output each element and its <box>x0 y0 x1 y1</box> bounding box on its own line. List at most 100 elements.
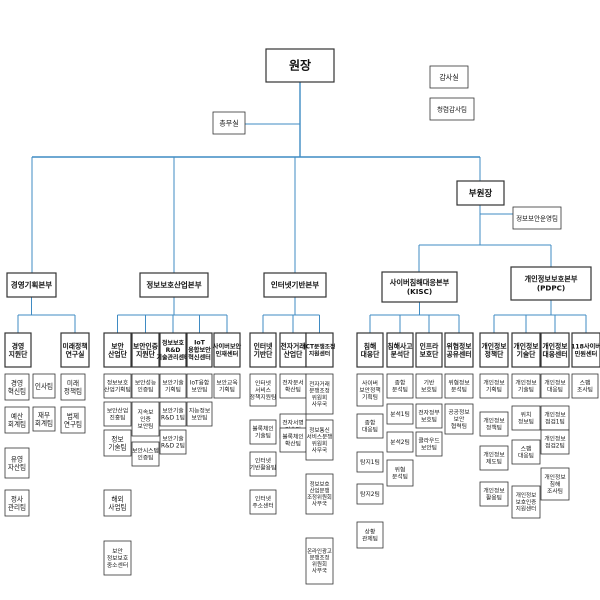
org-unit-label: 분석팀 <box>392 473 408 481</box>
org-unit-label: 탐지2팀 <box>360 490 380 498</box>
org-unit-label: 서비스 <box>255 386 272 394</box>
org-unit-d1-a2: 인사팀 <box>32 373 56 399</box>
org-unit-label: 정보보호 <box>107 380 129 387</box>
org-unit-label: 확산팀 <box>285 386 301 394</box>
org-unit-box <box>510 266 592 301</box>
org-unit-label: 개인정보 <box>483 379 505 387</box>
org-unit-label: 정보팀 <box>518 418 534 426</box>
org-unit-label: 보안교육 <box>216 380 238 387</box>
org-unit-label: 침해 <box>364 341 377 350</box>
org-unit-label: 미래 <box>67 378 79 387</box>
org-unit-label: R&D 2팀 <box>161 442 185 450</box>
org-unit-label: 미래정책 <box>62 341 87 350</box>
org-unit-label: 산업단 <box>284 349 304 358</box>
org-unit-label: 분석팀 <box>392 386 408 394</box>
org-unit-label: 대응센터 <box>542 349 567 358</box>
org-unit-label: 혁신센터 <box>188 354 211 362</box>
org-unit-box <box>60 406 86 434</box>
org-unit-label: 지원센터 <box>516 505 537 513</box>
org-unit-box <box>279 427 307 453</box>
org-unit-box <box>60 373 86 401</box>
org-unit-label: IoT <box>194 340 206 347</box>
org-unit-label: 정책단 <box>485 349 505 358</box>
org-unit-box <box>212 111 246 135</box>
org-unit-box <box>4 332 32 368</box>
org-unit-label: 해외 <box>111 494 123 503</box>
org-unit-label: 전자문서 <box>282 379 303 387</box>
org-unit-box <box>131 373 160 399</box>
org-unit-box <box>540 467 570 501</box>
org-unit-box <box>429 97 475 121</box>
org-unit-box <box>444 373 474 399</box>
org-unit-label: 정보보호 <box>310 481 330 488</box>
org-unit-box <box>213 332 241 368</box>
org-unit-box <box>6 272 57 298</box>
org-unit-box <box>305 373 334 415</box>
org-unit-box <box>415 332 443 368</box>
org-unit-label: 분석단 <box>391 349 411 358</box>
org-unit-label: 개인정보 <box>544 411 566 419</box>
org-unit-label: 지능정보 <box>189 407 211 415</box>
org-unit-label: 사이버 <box>362 379 378 387</box>
org-unit-label: 개인정보 <box>515 379 537 387</box>
org-unit-label: 총무실 <box>219 118 238 127</box>
org-unit-label: 관제팀 <box>362 535 378 543</box>
org-unit-box <box>131 441 160 467</box>
org-unit-label: 스팸 <box>521 445 532 453</box>
org-unit-label: 사이버침해대응본부 <box>390 278 450 287</box>
org-unit-box <box>511 332 541 368</box>
org-unit-label: 보호단 <box>420 349 440 358</box>
org-unit-label: 전자거래 <box>280 341 305 350</box>
org-unit-label: 기술팀 <box>255 432 271 440</box>
org-unit-box <box>356 451 384 473</box>
org-unit-label: 보안성능 <box>135 379 157 387</box>
org-unit-label: 기술관리센터 <box>156 353 189 361</box>
org-unit-label: 개인정보 <box>544 435 566 443</box>
org-unit-label: 유영 <box>11 454 23 463</box>
org-unit-label: 보안정책 <box>359 386 380 394</box>
org-unit-label: 정보보호 <box>107 555 129 562</box>
org-unit-label: ICT분쟁조정 <box>304 343 336 351</box>
org-unit-label: 활용팀 <box>486 494 502 502</box>
org-unit-label: 대응단 <box>361 349 381 358</box>
org-unit-label: 보안산업 <box>107 407 128 415</box>
org-unit-label: 개인정보 <box>483 487 505 495</box>
org-unit-d3: 인터넷기반본부 <box>263 272 327 298</box>
org-unit-d4-b3: 분석2팀 <box>386 431 414 453</box>
org-unit-label: 정보보호 <box>162 339 185 347</box>
org-unit-label: 보안 <box>112 548 123 555</box>
org-unit-label: (KISC) <box>407 287 432 296</box>
org-unit-label: 진흥팀 <box>110 414 126 422</box>
org-unit-label: 분석팀 <box>451 386 467 394</box>
org-unit-box <box>279 332 307 368</box>
org-unit-label: 보안팀 <box>421 444 437 452</box>
org-unit-label: 개인정보 <box>516 491 537 499</box>
org-unit-label: 중소센터 <box>107 561 128 569</box>
org-unit-label: 인터넷 <box>254 341 274 350</box>
org-unit-audit-team: 청렴감사팀 <box>429 97 475 121</box>
org-unit-label: 기반 <box>424 379 435 387</box>
org-unit-label: 보안 <box>454 416 465 423</box>
org-unit-label: 전자정부 <box>418 409 440 417</box>
